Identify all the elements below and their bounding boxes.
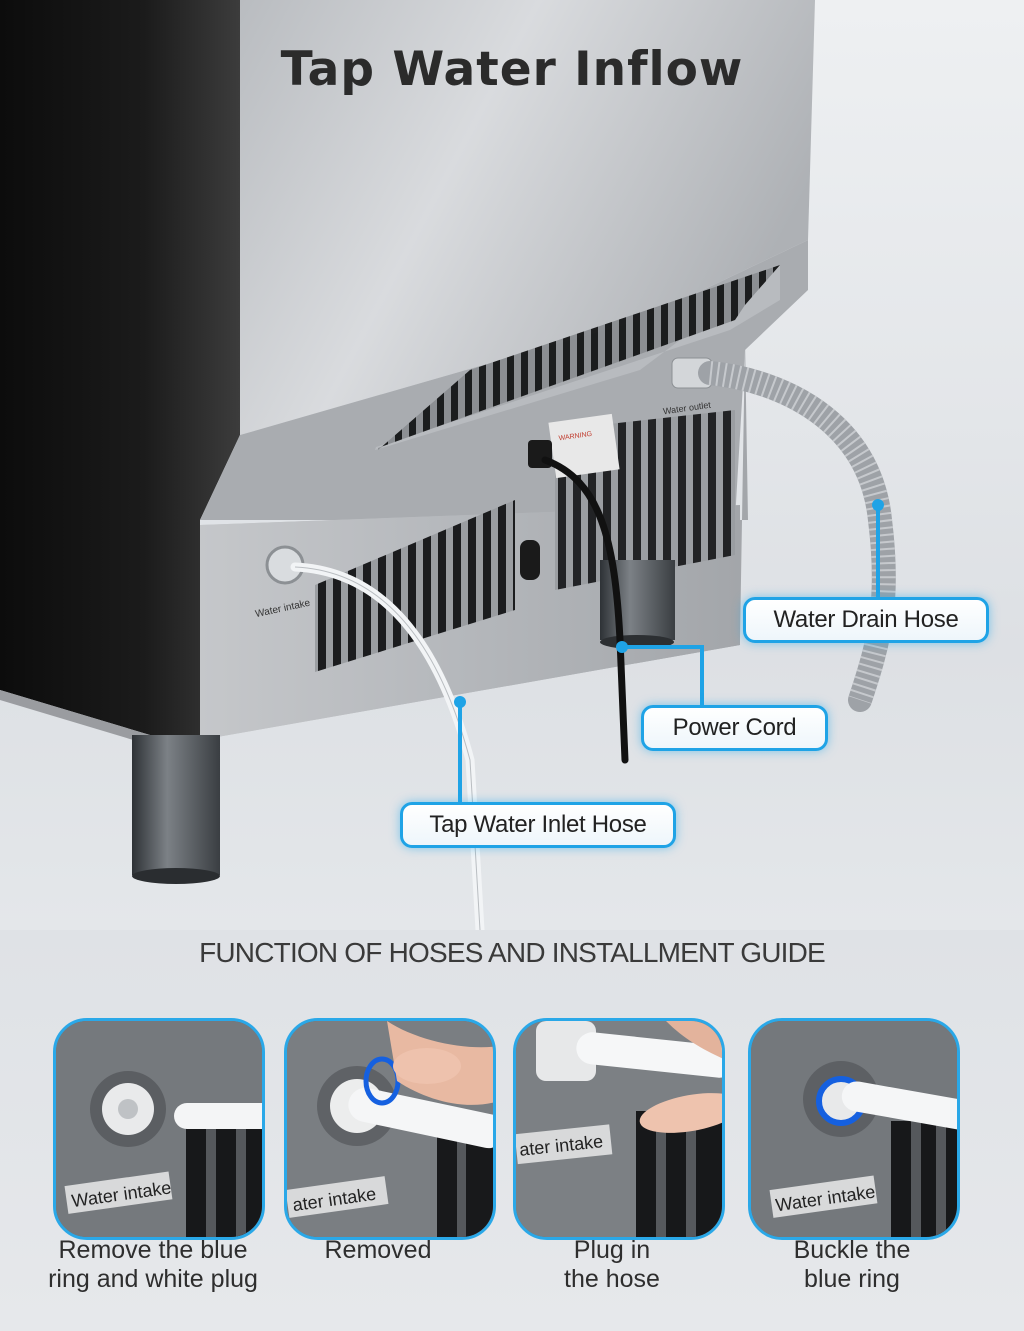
power-cord [541,456,629,764]
step4-caption-line1: Buckle the [793,1236,911,1264]
ice-maker-illustration: WARNING Water intake Water outlet [0,0,1024,930]
step2-caption: Removed [248,1236,508,1265]
step3-caption-line2: the hose [564,1265,660,1293]
callout-tap-water-inlet-hose: Tap Water Inlet Hose [400,802,676,848]
step4-caption: Buckle the blue ring [722,1236,982,1294]
step1-caption-line1: Remove the blue [58,1236,248,1264]
step3-caption: Plug in the hose [482,1236,742,1294]
step4-caption-line2: blue ring [804,1265,900,1293]
page-title: Tap Water Inflow [280,42,744,97]
callout-power-cord: Power Cord [641,705,828,751]
power-cord-leader-line [622,645,704,706]
power-cord-leader-dot [616,641,628,653]
step1-caption-line2: ring and white plug [48,1265,258,1293]
step1-caption: Remove the blue ring and white plug [23,1236,283,1294]
warning-label: WARNING [558,431,592,443]
drain-hose-leader-dot [872,499,884,511]
guide-heading: FUNCTION OF HOSES AND INSTALLMENT GUIDE [199,937,826,968]
step-photo-remove-plug: Water intake [53,1018,265,1240]
inlet-hose-leader-dot [454,696,466,708]
step-photo-plug-in: ater intake [513,1018,725,1240]
step-photo-removed: ater intake [284,1018,496,1240]
callout-water-drain-hose: Water Drain Hose [743,597,989,643]
step2-caption-line1: Removed [324,1236,432,1264]
step3-caption-line1: Plug in [573,1236,651,1264]
product-photo: WARNING Water intake Water outlet [0,0,1024,930]
step-photo-buckle-ring: Water intake [748,1018,960,1240]
